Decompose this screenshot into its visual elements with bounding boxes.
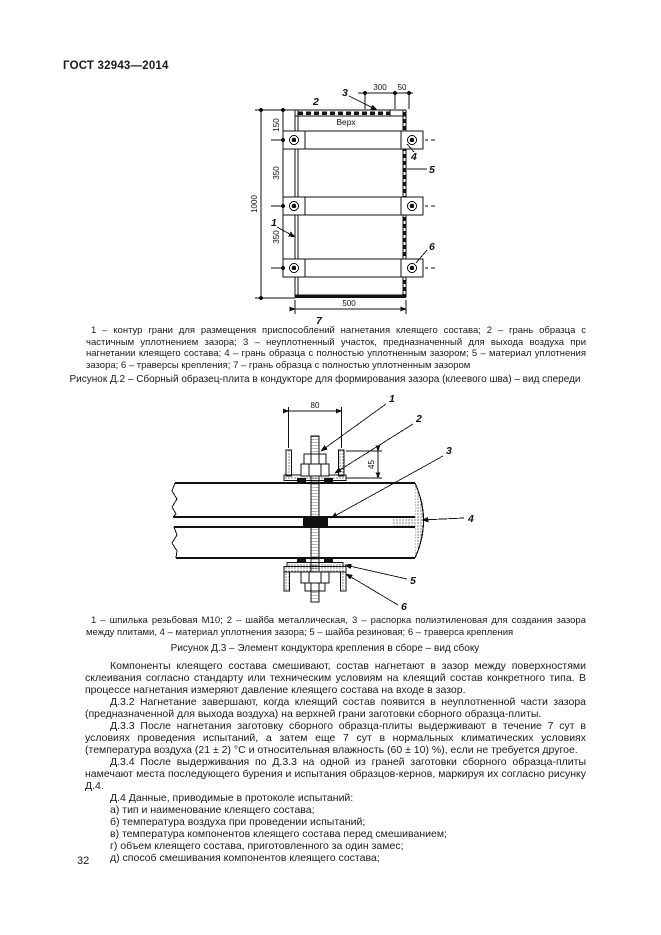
bottom-nut xyxy=(300,571,330,584)
callout-3: 3 xyxy=(446,445,452,457)
rubber-washer-bottom-right xyxy=(324,558,333,563)
figure-d2-caption: Рисунок Д.2 – Сборный образец-плита в ко… xyxy=(69,374,581,385)
paragraph-d4: Д.4 Данные, приводимые в протоколе испыт… xyxy=(110,792,354,804)
dimension-80 xyxy=(282,407,343,448)
callout-leaders xyxy=(276,95,428,264)
paragraph-d33: Д.3.3 После нагнетания заготовку сборног… xyxy=(85,720,586,756)
rubber-washer-top-left xyxy=(297,478,306,483)
figure-d3-drawing: 80 45 1 2 3 4 5 6 xyxy=(171,393,474,613)
paragraph-d32: Д.3.2 Нагнетание завершают, когда клеящи… xyxy=(85,696,586,720)
gap-seal-material xyxy=(392,518,415,527)
figure-d2-legend: 1 – контур грани для размещения приспосо… xyxy=(86,325,586,371)
callout-6: 6 xyxy=(401,601,407,613)
callout-5: 5 xyxy=(410,575,416,587)
dim-80: 80 xyxy=(311,401,320,410)
dim-150: 150 xyxy=(272,118,281,132)
callout-5: 5 xyxy=(429,164,435,176)
rubber-washer-bottom-left xyxy=(297,558,306,563)
figure-d3-legend: 1 – шпилька резьбовая М10; 2 – шайба мет… xyxy=(86,615,586,638)
body-text: Компоненты клеящего состава смешивают, с… xyxy=(85,660,586,864)
dim-45: 45 xyxy=(367,460,376,469)
dimension-45 xyxy=(346,445,382,479)
dim-350a: 350 xyxy=(272,166,281,180)
dimension-bottom xyxy=(289,300,407,314)
bottom-bracket xyxy=(283,558,347,592)
callout-2: 2 xyxy=(312,96,319,108)
callout-1: 1 xyxy=(271,217,277,229)
dim-500: 500 xyxy=(342,299,356,308)
paragraph-d31-continued: Компоненты клеящего состава смешивают, с… xyxy=(85,660,586,696)
callout-4: 4 xyxy=(467,513,474,525)
callout-6: 6 xyxy=(429,241,435,253)
top-nut xyxy=(300,463,330,477)
callout-leaders xyxy=(320,403,465,606)
callout-3: 3 xyxy=(342,87,348,99)
callout-1: 1 xyxy=(389,393,395,405)
traverse-bottom xyxy=(271,258,435,278)
list-item: а) тип и наименование клеящего состава; xyxy=(110,804,315,816)
dim-350b: 350 xyxy=(272,230,281,244)
list-item: д) способ смешивания компонентов клеящег… xyxy=(110,852,380,864)
callout-7: 7 xyxy=(316,315,323,327)
dimension-top xyxy=(358,91,413,109)
list-item: б) температура воздуха при проведении ис… xyxy=(110,816,366,828)
dim-1000: 1000 xyxy=(250,195,259,213)
metal-washer-bottom xyxy=(286,562,344,567)
callout-4: 4 xyxy=(410,151,417,163)
page-number: 32 xyxy=(77,855,90,867)
threaded-stud xyxy=(310,435,320,603)
list-item: г) объем клеящего состава, приготовленно… xyxy=(110,840,404,852)
traverse-top xyxy=(271,130,435,150)
dim-300: 300 xyxy=(373,83,387,92)
plate-rounded-end xyxy=(414,482,424,559)
list-item: в) температура компонентов клеящего сост… xyxy=(110,828,447,840)
top-bracket xyxy=(283,449,347,483)
bottom-locknut xyxy=(304,582,326,592)
dimension-left-chain xyxy=(255,107,295,300)
figure-d2-drawing: 150 350 350 1000 300 50 500 Верх xyxy=(250,83,435,327)
traverse-middle xyxy=(271,196,435,216)
document-header: ГОСТ 32943—2014 xyxy=(63,60,169,72)
figure-d3-caption: Рисунок Д.3 – Элемент кондуктора креплен… xyxy=(170,643,480,654)
top-locknut xyxy=(303,453,327,465)
paragraph-d34: Д.3.4 После выдерживания по Д.3.3 на одн… xyxy=(85,756,586,792)
dim-50: 50 xyxy=(398,83,407,92)
verh-label: Верх xyxy=(336,117,356,127)
callout-2: 2 xyxy=(415,413,422,425)
rubber-washer-top-right xyxy=(324,478,333,483)
bonded-plates xyxy=(171,482,424,559)
